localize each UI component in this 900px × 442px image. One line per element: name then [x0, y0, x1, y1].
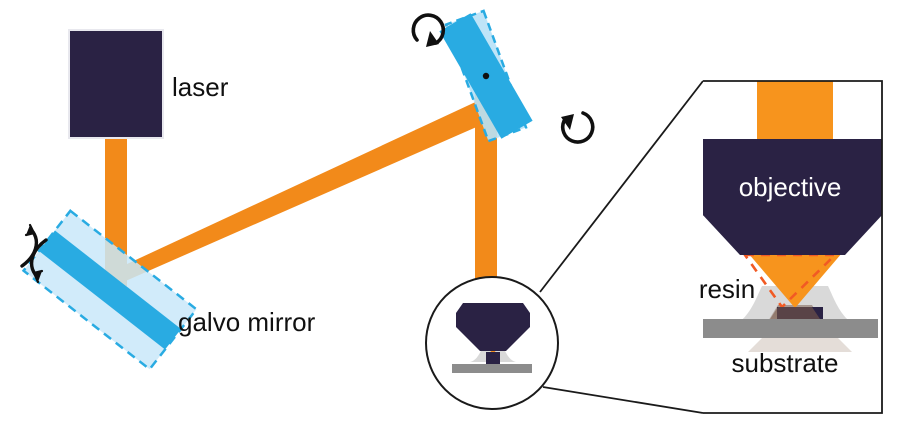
pivot-dot-icon — [482, 72, 490, 80]
objective-label: objective — [739, 172, 842, 202]
beam-segment-galvo-to-scanmirror — [105, 92, 497, 290]
inset-substrate-shadow — [748, 338, 852, 352]
laser-source[interactable] — [68, 29, 164, 139]
mini-substrate — [452, 364, 532, 373]
magnifier-circle-outline — [425, 276, 559, 410]
rotation-arrow-scanmirror-bottom-icon — [560, 111, 595, 144]
rotation-arrow-galvo-icon — [20, 223, 48, 284]
rotation-arrow-scanmirror-top-icon — [411, 13, 446, 47]
scan-mirror[interactable] — [439, 9, 533, 143]
inset-objective — [703, 139, 882, 255]
inset-substrate — [703, 319, 878, 338]
galvo-mirror-surface[interactable] — [38, 230, 182, 350]
magnifier-circle — [425, 276, 559, 410]
substrate-label: substrate — [732, 348, 839, 378]
inset-frame — [703, 80, 883, 414]
inset-detail: objective resin substrate — [699, 80, 883, 414]
galvo-mirror[interactable] — [21, 209, 199, 371]
laser-box[interactable] — [68, 29, 164, 139]
beam-segment-scanmirror-to-objective — [475, 92, 497, 318]
mini-objective — [456, 303, 530, 351]
laser-label: laser — [172, 72, 229, 102]
leader-line-top — [539, 80, 704, 293]
leader-line-bottom — [542, 386, 704, 414]
inset-beam-cone-alternate — [742, 253, 839, 309]
inset-beam-cone — [748, 253, 842, 308]
magnifier-leader-lines — [539, 80, 704, 414]
mini-printed-structure — [486, 352, 500, 364]
galvo-mirror-label: galvo mirror — [178, 307, 316, 337]
resin-label: resin — [699, 274, 755, 304]
